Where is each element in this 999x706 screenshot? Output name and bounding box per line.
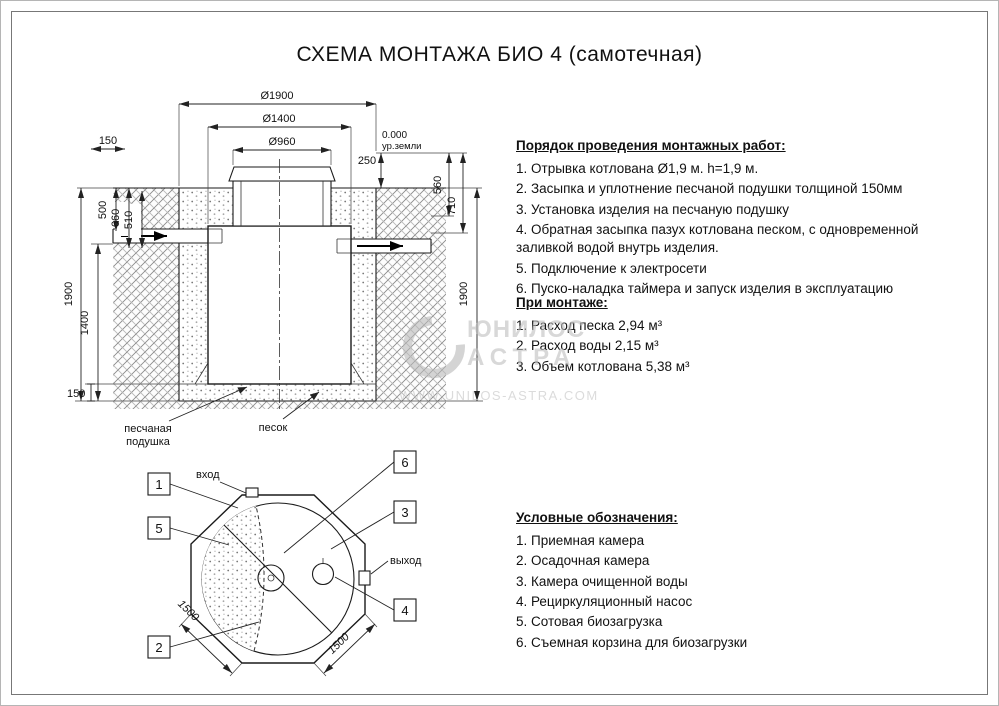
callout-number: 6 (401, 455, 408, 470)
montage-consumption-section: При монтаже: 1. Расход песка 2,94 м³ 2. … (516, 295, 978, 378)
list-item: 2. Расход воды 2,15 м³ (516, 338, 659, 354)
ground-level-label: ур.земли (382, 141, 421, 152)
tank-feet (194, 362, 365, 385)
list-item: 5. Подключение к электросети (516, 260, 707, 276)
callout-number: 1 (155, 477, 162, 492)
sheet-border (11, 11, 988, 695)
list-item: 2. Осадочная камера (516, 553, 650, 569)
dim-mid-diameter: Ø1400 (262, 113, 295, 125)
dim-710: 710 (446, 197, 458, 215)
list-item: 5. Сотовая биозагрузка (516, 614, 663, 630)
dim-top-diameter: Ø1900 (260, 90, 293, 102)
list-item: 1. Приемная камера (516, 533, 645, 548)
cross-section-drawing: Ø1900 Ø1400 Ø960 150 0.000 ур.земли 250 … (63, 90, 483, 448)
callout-box-3 (393, 500, 417, 524)
list-item: 2. Засыпка и уплотнение песчаной подушки… (516, 181, 903, 197)
tank-neck (232, 180, 332, 227)
dim-560: 560 (432, 176, 444, 194)
bio-media-area (201, 506, 265, 651)
callout-box-6 (393, 450, 417, 474)
callout-box-5 (147, 516, 171, 540)
section-heading: Порядок проведения монтажных работ: (516, 138, 786, 153)
list-item: 3. Объем котлована 5,38 м³ (516, 358, 690, 374)
list-item: 4. Обратная засыпка пазух котлована песк… (516, 222, 919, 256)
tank-lid (228, 166, 336, 182)
page-title: СХЕМА МОНТАЖА БИО 4 (самотечная) (296, 43, 703, 66)
list-item: 6. Съемная корзина для биозагрузки (516, 634, 748, 650)
svg-text:подушка: подушка (126, 436, 171, 448)
callout-number: 3 (401, 505, 408, 520)
dim-660: 660 (110, 209, 122, 227)
dim-pit-depth-right: 1900 (458, 282, 470, 306)
list-item: 1. Расход песка 2,94 м³ (516, 318, 663, 333)
dim-body-depth: 1400 (79, 311, 91, 335)
installation-procedure-section: Порядок проведения монтажных работ: 1. О… (516, 138, 978, 301)
list-item: 4. Рециркуляционный насос (516, 594, 693, 610)
section-heading: При монтаже: (516, 295, 608, 310)
legend-section: Условные обозначения: 1. Приемная камера… (516, 510, 978, 654)
zero-level-label: 0.000 (382, 130, 407, 141)
inlet-marker (245, 487, 259, 498)
callout-box-2 (147, 635, 171, 659)
section-heading: Условные обозначения: (516, 510, 678, 525)
sand-cushion-label: песчаная (124, 423, 171, 435)
excavation-outline (178, 188, 377, 402)
dim-500: 500 (97, 201, 109, 219)
recirculation-pump (311, 562, 335, 586)
dim-pipe-150: 150 (99, 135, 117, 147)
callout-number: 4 (401, 603, 408, 618)
outlet-marker (358, 570, 371, 586)
callout-box-1 (147, 472, 171, 496)
dim-neck-diameter: Ø960 (269, 136, 296, 148)
sand-label: песок (259, 422, 288, 434)
top-view-drawing: 1500 1500 1 5 2 6 3 4 вход выход (147, 450, 422, 677)
list-item: 3. Камера очищенной воды (516, 573, 688, 589)
dim-pit-depth-left: 1900 (63, 282, 75, 306)
callout-number: 2 (155, 640, 162, 655)
list-item: 6. Пуско-наладка таймера и запуск издели… (516, 281, 894, 297)
inlet-label: вход (196, 469, 220, 481)
dim-cushion-150: 150 (67, 388, 85, 400)
removable-basket (257, 564, 285, 592)
list-item: 1. Отрывка котлована Ø1,9 м. h=1,9 м. (516, 161, 759, 176)
outlet-label: выход (390, 555, 422, 567)
dim-510: 510 (123, 211, 135, 229)
callout-number: 5 (155, 521, 162, 536)
list-item: 3. Установка изделия на песчаную подушку (516, 201, 789, 217)
dim-250: 250 (358, 155, 376, 167)
chamber-partition (223, 524, 333, 634)
callout-box-4 (393, 598, 417, 622)
